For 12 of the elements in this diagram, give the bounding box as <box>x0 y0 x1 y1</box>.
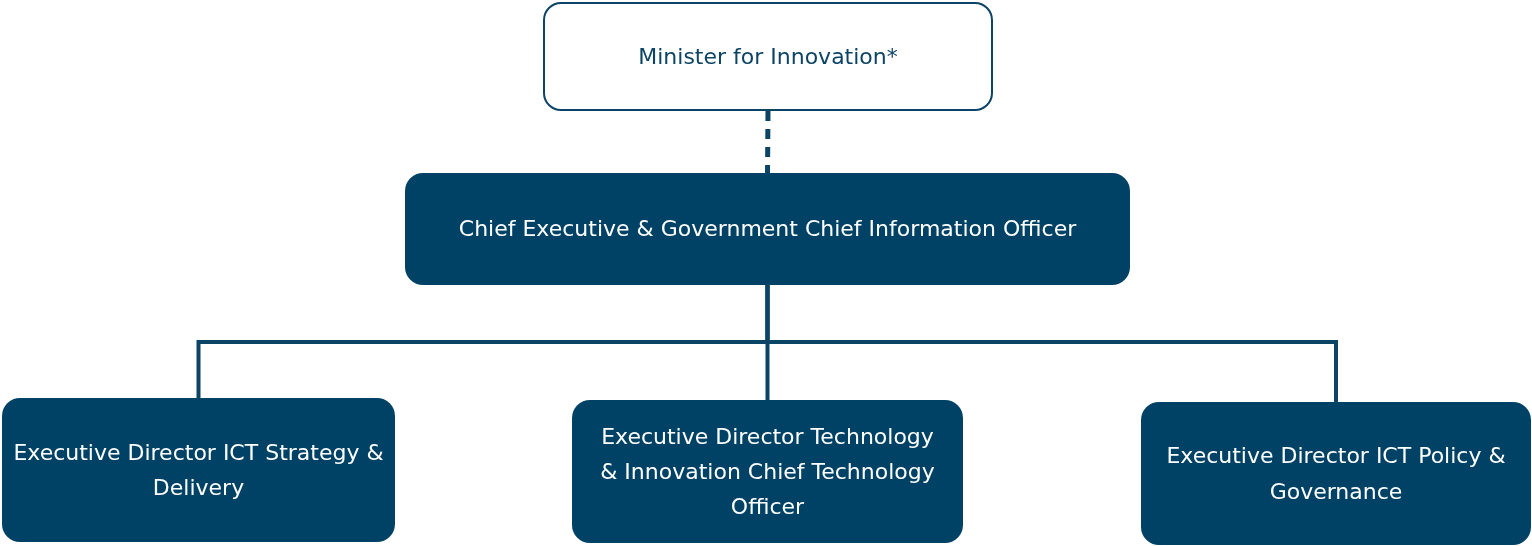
role-box <box>405 173 1130 285</box>
role-title: Executive Director Technology & Innovation Chief Technology Officer <box>599 422 936 522</box>
connector-line <box>765 285 1338 402</box>
dashed-connector <box>765 111 771 173</box>
role-title: Executive Director ICT Policy & Governance <box>1165 442 1507 506</box>
role-box <box>543 2 993 111</box>
role-box <box>2 398 395 542</box>
role-box <box>572 400 963 543</box>
role-title: Minister for Innovation* <box>638 42 898 71</box>
role-title: Chief Executive & Government Chief Information Officer <box>458 215 1077 244</box>
role-box <box>1141 402 1531 545</box>
role-title: Executive Director ICT Strategy & Delivery <box>12 438 385 502</box>
